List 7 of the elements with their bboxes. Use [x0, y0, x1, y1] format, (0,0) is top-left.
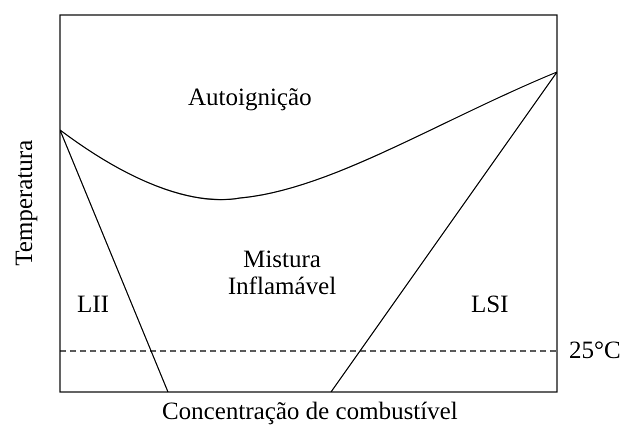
- region-label: Autoignição: [188, 84, 312, 112]
- temperature-label: 25°C: [569, 337, 621, 364]
- limit-label: LSI: [471, 291, 508, 318]
- limit-label: LII: [77, 291, 109, 318]
- axis-title: Temperatura: [11, 140, 39, 266]
- region-label: Mistura Inflamável: [226, 246, 338, 300]
- axis-title: Concentração de combustível: [162, 398, 458, 426]
